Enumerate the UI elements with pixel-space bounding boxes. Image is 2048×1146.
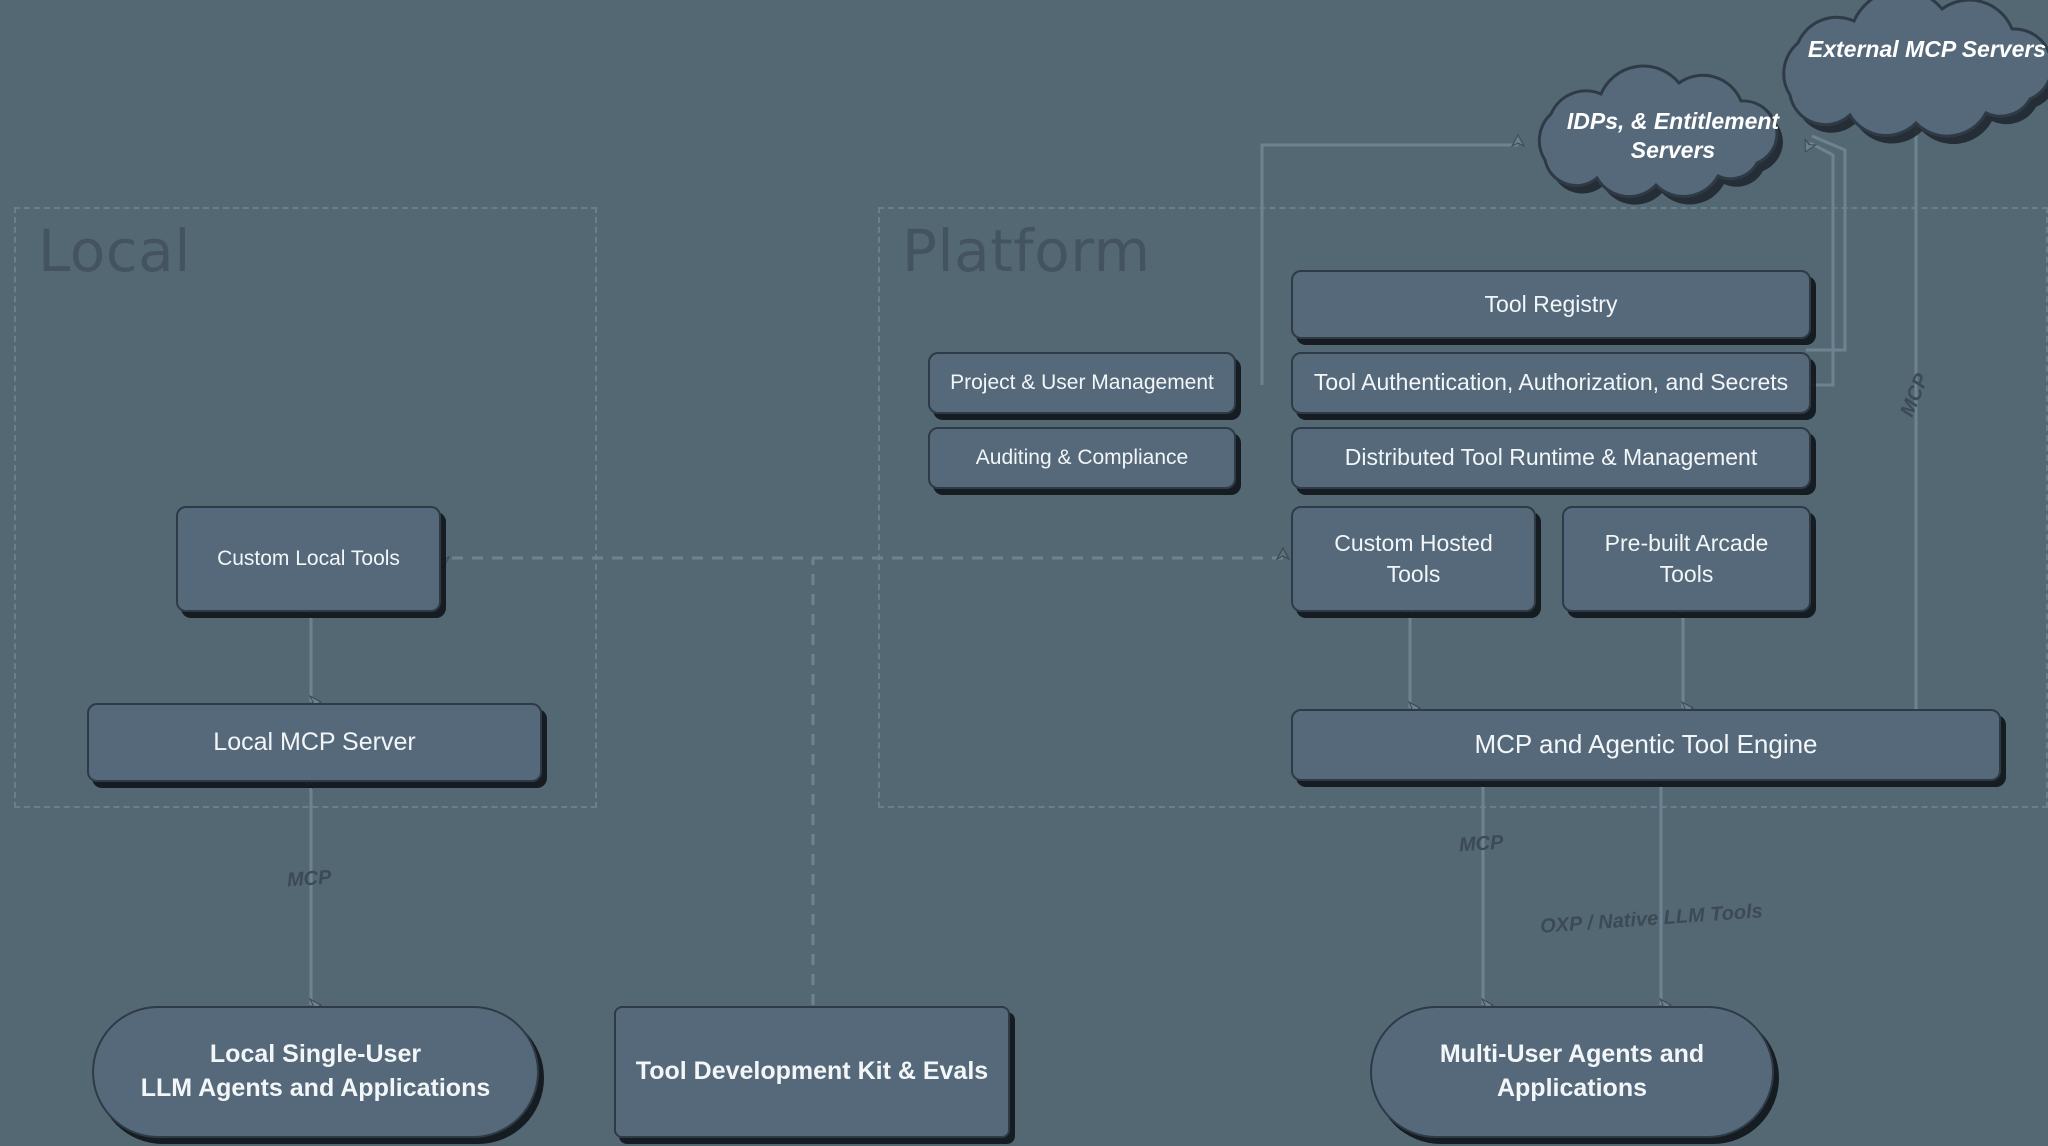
zone-local-label: Local <box>38 217 191 285</box>
cloud-label-external-mcp-servers: External MCP Servers <box>1807 35 2047 62</box>
node-tool-registry[interactable]: Tool Registry <box>1291 270 1811 339</box>
node-project-user-management[interactable]: Project & User Management <box>928 352 1236 414</box>
edge-label-mcp-local: MCP <box>286 866 333 892</box>
node-local-mcp-server[interactable]: Local MCP Server <box>87 703 542 782</box>
zone-platform-label: Platform <box>902 217 1151 285</box>
node-multi-user-agents[interactable]: Multi-User Agents and Applications <box>1370 1006 1774 1138</box>
node-custom-local-tools[interactable]: Custom Local Tools <box>176 506 441 612</box>
node-tool-development-kit[interactable]: Tool Development Kit & Evals <box>614 1006 1010 1138</box>
node-local-single-user-agents[interactable]: Local Single-User LLM Agents and Applica… <box>92 1006 539 1138</box>
edge-label-oxp-native-llm-tools: OXP / Native LLM Tools <box>1539 900 1764 938</box>
node-prebuilt-arcade-tools[interactable]: Pre-built Arcade Tools <box>1562 506 1811 612</box>
node-auditing-compliance[interactable]: Auditing & Compliance <box>928 427 1236 489</box>
cloud-label-idps-entitlement-servers: IDPs, & Entitlement Servers <box>1566 108 1780 163</box>
node-tool-authentication[interactable]: Tool Authentication, Authorization, and … <box>1291 352 1811 414</box>
node-custom-hosted-tools[interactable]: Custom Hosted Tools <box>1291 506 1536 612</box>
node-distributed-tool-runtime[interactable]: Distributed Tool Runtime & Management <box>1291 427 1811 489</box>
edge-label-mcp-platform: MCP <box>1458 831 1505 857</box>
node-mcp-agentic-tool-engine[interactable]: MCP and Agentic Tool Engine <box>1291 709 2001 781</box>
